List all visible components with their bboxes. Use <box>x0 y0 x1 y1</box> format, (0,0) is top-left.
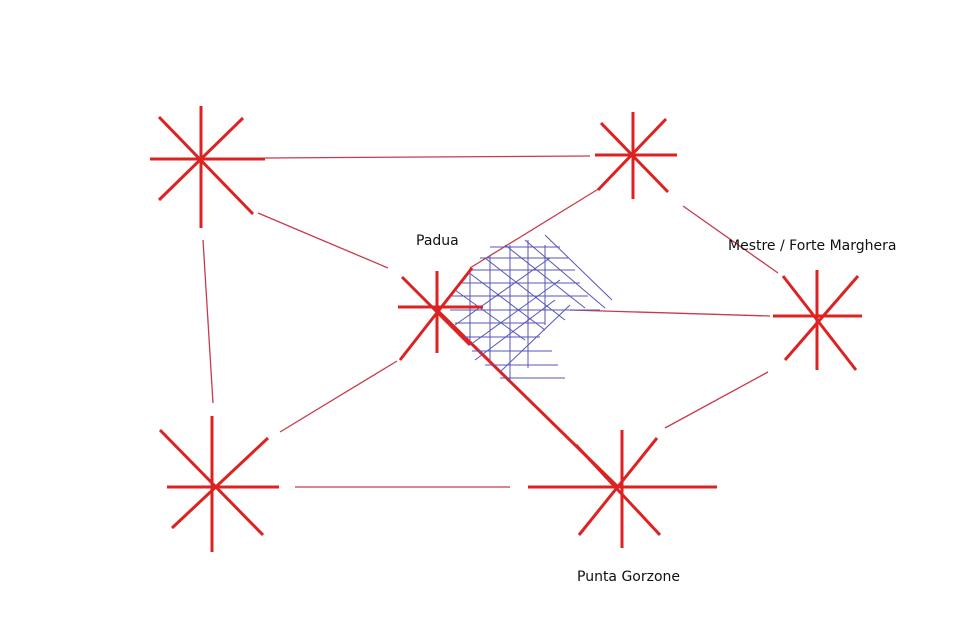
label-padua: Padua <box>416 233 459 249</box>
label-punta-gorzone: Punta Gorzone <box>577 569 680 585</box>
punta-gorzone-star <box>528 430 717 548</box>
line-mestre-to-punta <box>664 371 769 429</box>
line-padua-to-bottom-left <box>279 360 398 433</box>
bottom-left-star <box>158 416 279 552</box>
line-top-left-to-top-right <box>264 155 591 159</box>
line-top-left-to-padua <box>257 212 389 269</box>
connection-lines <box>202 155 779 488</box>
top-left-star <box>150 106 265 228</box>
mestre-star <box>773 270 862 371</box>
line-top-left-to-bottom-left <box>202 239 214 404</box>
padua-star <box>398 267 483 361</box>
label-mestre-forte-marghera: Mestre / Forte Marghera <box>728 238 896 254</box>
line-top-right-to-mestre <box>682 205 779 274</box>
top-right-star <box>595 112 677 199</box>
line-padua-to-mestre <box>569 309 771 317</box>
line-top-right-to-padua <box>469 187 601 269</box>
hatched-zone <box>450 234 613 380</box>
